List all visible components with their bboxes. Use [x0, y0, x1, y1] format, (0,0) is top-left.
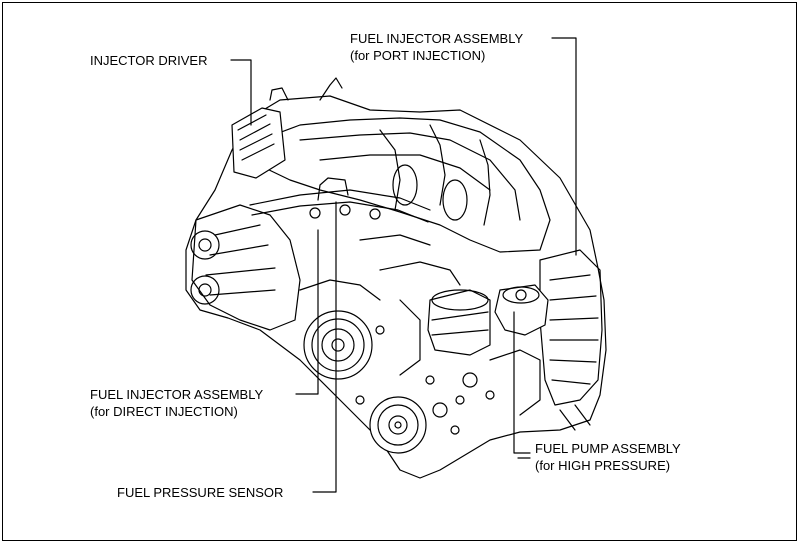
fuel-pressure-sensor-label: FUEL PRESSURE SENSOR — [117, 485, 284, 500]
injector-driver-label: INJECTOR DRIVER — [90, 53, 208, 68]
direct-injector-label: FUEL INJECTOR ASSEMBLY — [90, 387, 264, 402]
leader-fuel-pump — [513, 311, 531, 454]
port-injector-label: FUEL INJECTOR ASSEMBLY — [350, 31, 524, 46]
direct-injector-sublabel: (for DIRECT INJECTION) — [90, 404, 238, 419]
leader-lines — [230, 37, 577, 493]
leader-port-injector — [551, 37, 577, 256]
leader-injector-driver — [230, 59, 252, 126]
engine-block — [185, 77, 607, 479]
fuel-pump-label: FUEL PUMP ASSEMBLY — [535, 441, 681, 456]
leader-direct-injector — [295, 229, 319, 395]
port-injector-sublabel: (for PORT INJECTION) — [350, 48, 486, 63]
leader-pressure-sensor — [312, 201, 337, 493]
fuel-pump-sublabel: (for HIGH PRESSURE) — [535, 458, 671, 473]
